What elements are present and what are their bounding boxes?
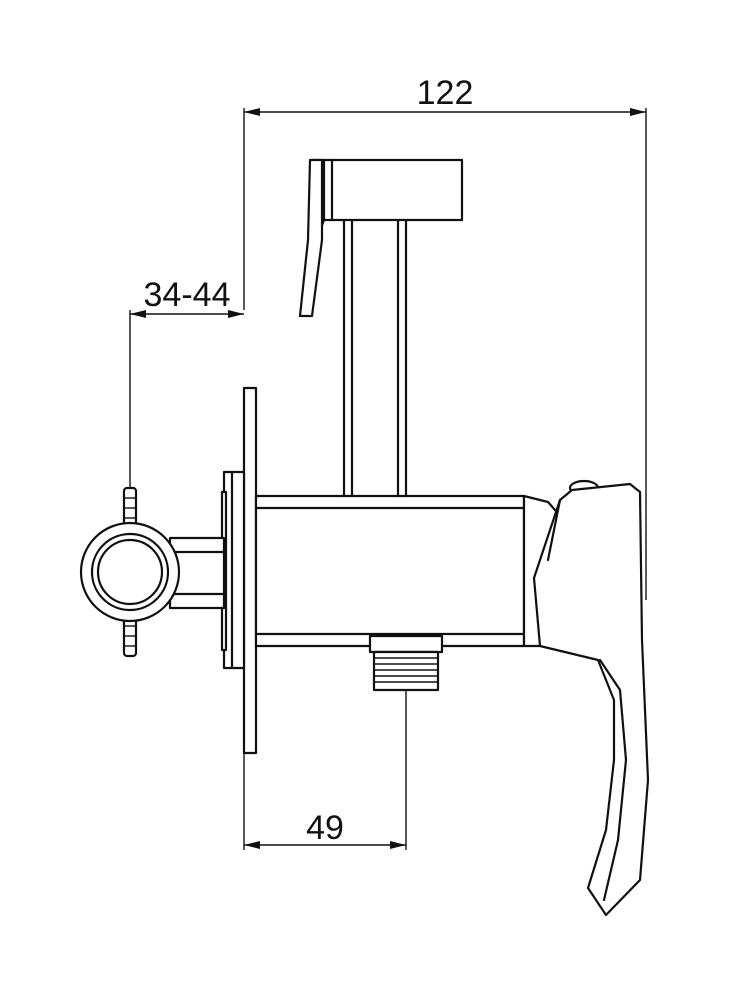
valve-body bbox=[254, 494, 564, 648]
shower-stem bbox=[342, 218, 408, 498]
dimension-label-overall-width: 122 bbox=[417, 74, 474, 112]
wall-flange bbox=[220, 386, 258, 755]
union-nut bbox=[79, 486, 181, 658]
dimension-overall-width: 122 bbox=[243, 74, 647, 600]
dimension-label-outlet-offset: 49 bbox=[306, 809, 344, 847]
lever-handle bbox=[532, 479, 650, 917]
threaded-outlet bbox=[368, 634, 444, 692]
dimension-label-wall-depth: 34-44 bbox=[144, 276, 231, 314]
hand-shower-head bbox=[298, 158, 464, 318]
dimension-wall-depth: 34-44 bbox=[129, 276, 244, 495]
